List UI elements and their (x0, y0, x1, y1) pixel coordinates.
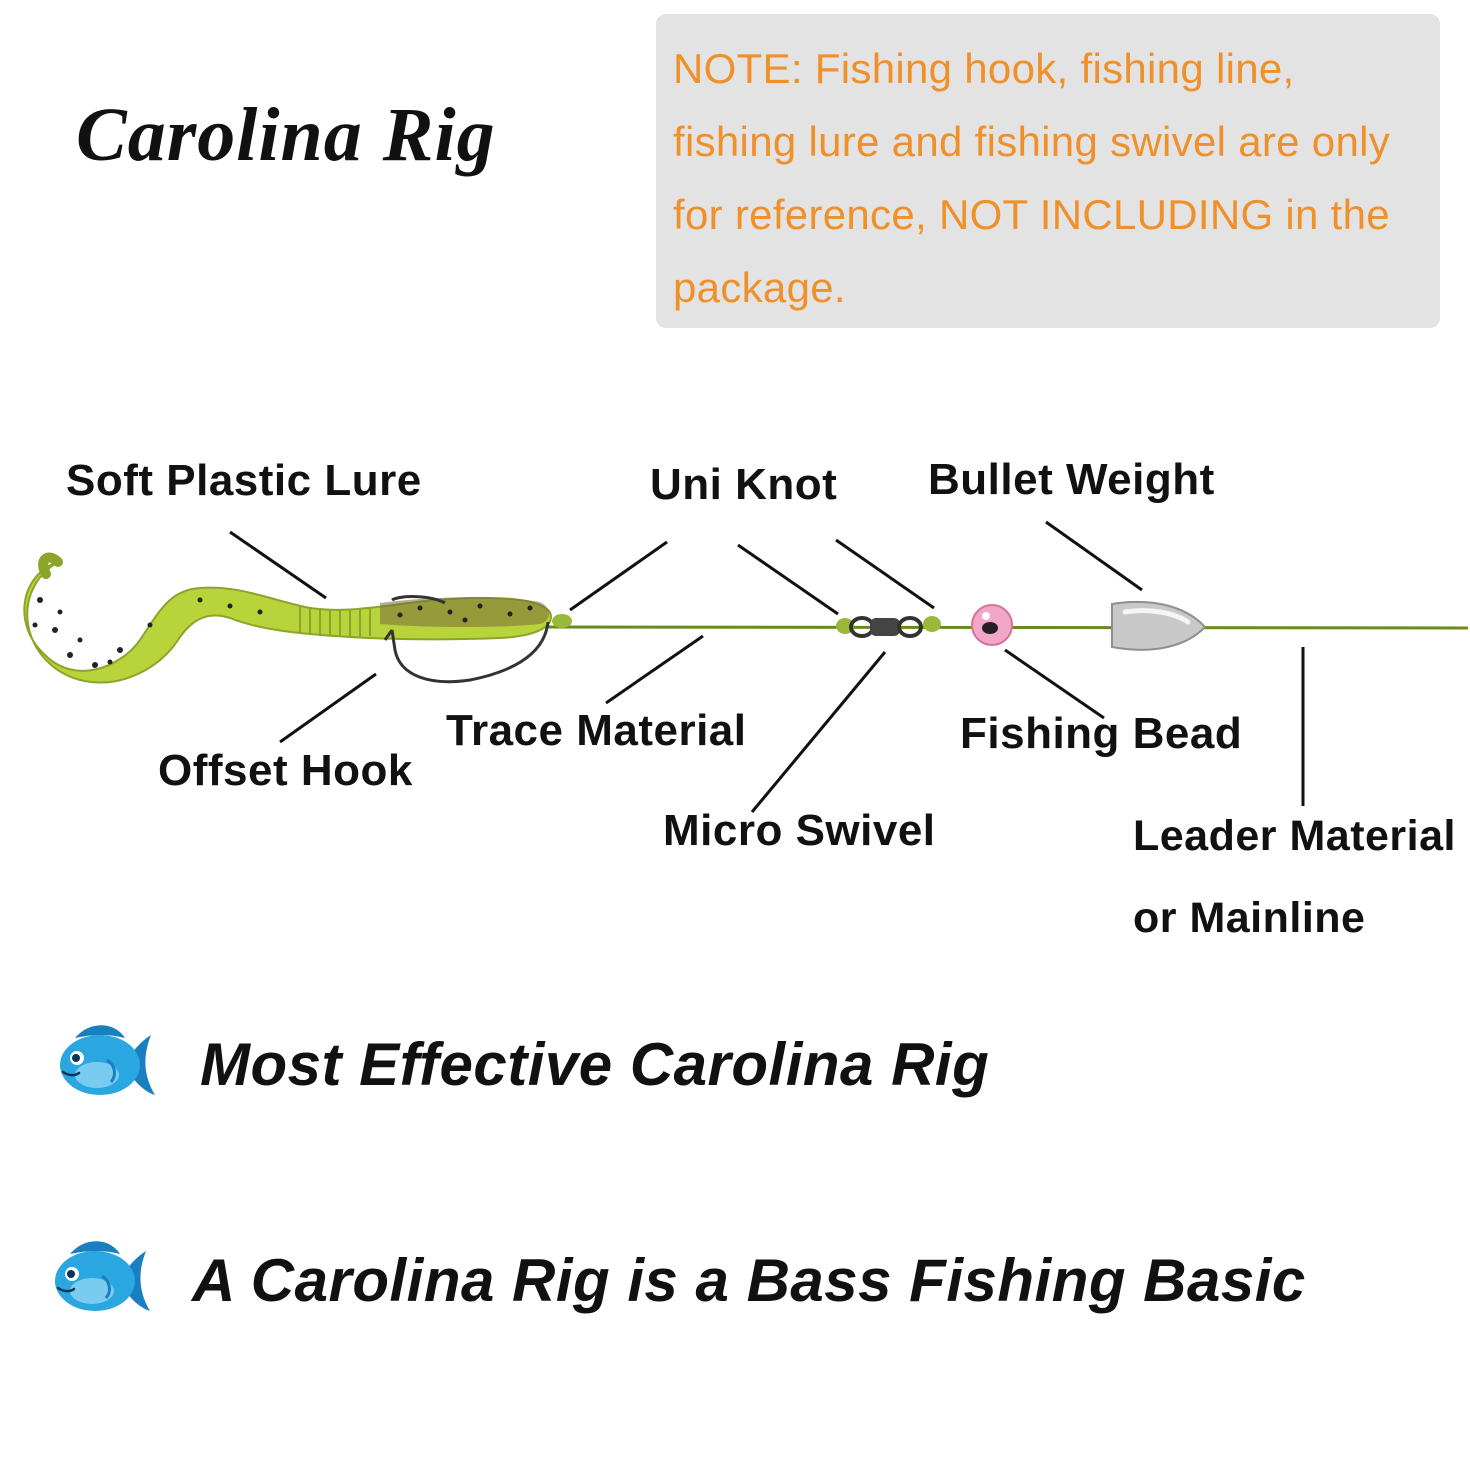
label-trace-material: Trace Material (446, 706, 747, 755)
diagram-title: Carolina Rig (76, 93, 496, 177)
uni-knot-lure (552, 614, 572, 628)
offset-hook (383, 621, 550, 684)
leader-uni-knot-left (569, 540, 668, 612)
bullet-row-2: A Carolina Rig is a Bass Fishing Basic (0, 1236, 1470, 1346)
leader-offset-hook (279, 672, 377, 744)
label-micro-swivel: Micro Swivel (663, 806, 936, 855)
fish-icon (55, 1241, 150, 1311)
label-leader-material: Leader Material or Mainline (1133, 795, 1456, 959)
bullet-row-1: Most Effective Carolina Rig (0, 1020, 1470, 1130)
leader-lines (229, 520, 1305, 813)
note-box: NOTE: Fishing hook, fishing line, fishin… (656, 14, 1440, 328)
label-soft-plastic-lure: Soft Plastic Lure (66, 456, 422, 505)
leader-uni-knot-mid (737, 543, 839, 616)
leader-fishing-bead (1004, 648, 1105, 720)
rig-illustration (23, 520, 1469, 813)
leader-bullet-weight (1045, 520, 1143, 592)
soft-plastic-lure (23, 552, 552, 684)
leader-uni-knot-right (835, 538, 935, 610)
fish-icon (60, 1025, 155, 1095)
label-leader-line2: or Mainline (1133, 894, 1366, 942)
label-offset-hook: Offset Hook (158, 746, 413, 795)
bullet-text-1: Most Effective Carolina Rig (200, 1031, 990, 1098)
label-bullet-weight: Bullet Weight (928, 455, 1215, 504)
note-text: NOTE: Fishing hook, fishing line, fishin… (673, 45, 1391, 311)
bullet-text-2: A Carolina Rig is a Bass Fishing Basic (192, 1247, 1306, 1314)
fishing-bead (971, 604, 1013, 646)
label-uni-knot: Uni Knot (650, 460, 838, 509)
leader-trace-material (605, 634, 704, 705)
leader-soft-plastic-lure (229, 530, 327, 600)
leader-micro-swivel (750, 651, 887, 813)
micro-swivel (836, 616, 941, 638)
label-leader-line1: Leader Material (1133, 812, 1456, 860)
bullet-weight (1111, 601, 1207, 651)
label-fishing-bead: Fishing Bead (960, 709, 1243, 758)
